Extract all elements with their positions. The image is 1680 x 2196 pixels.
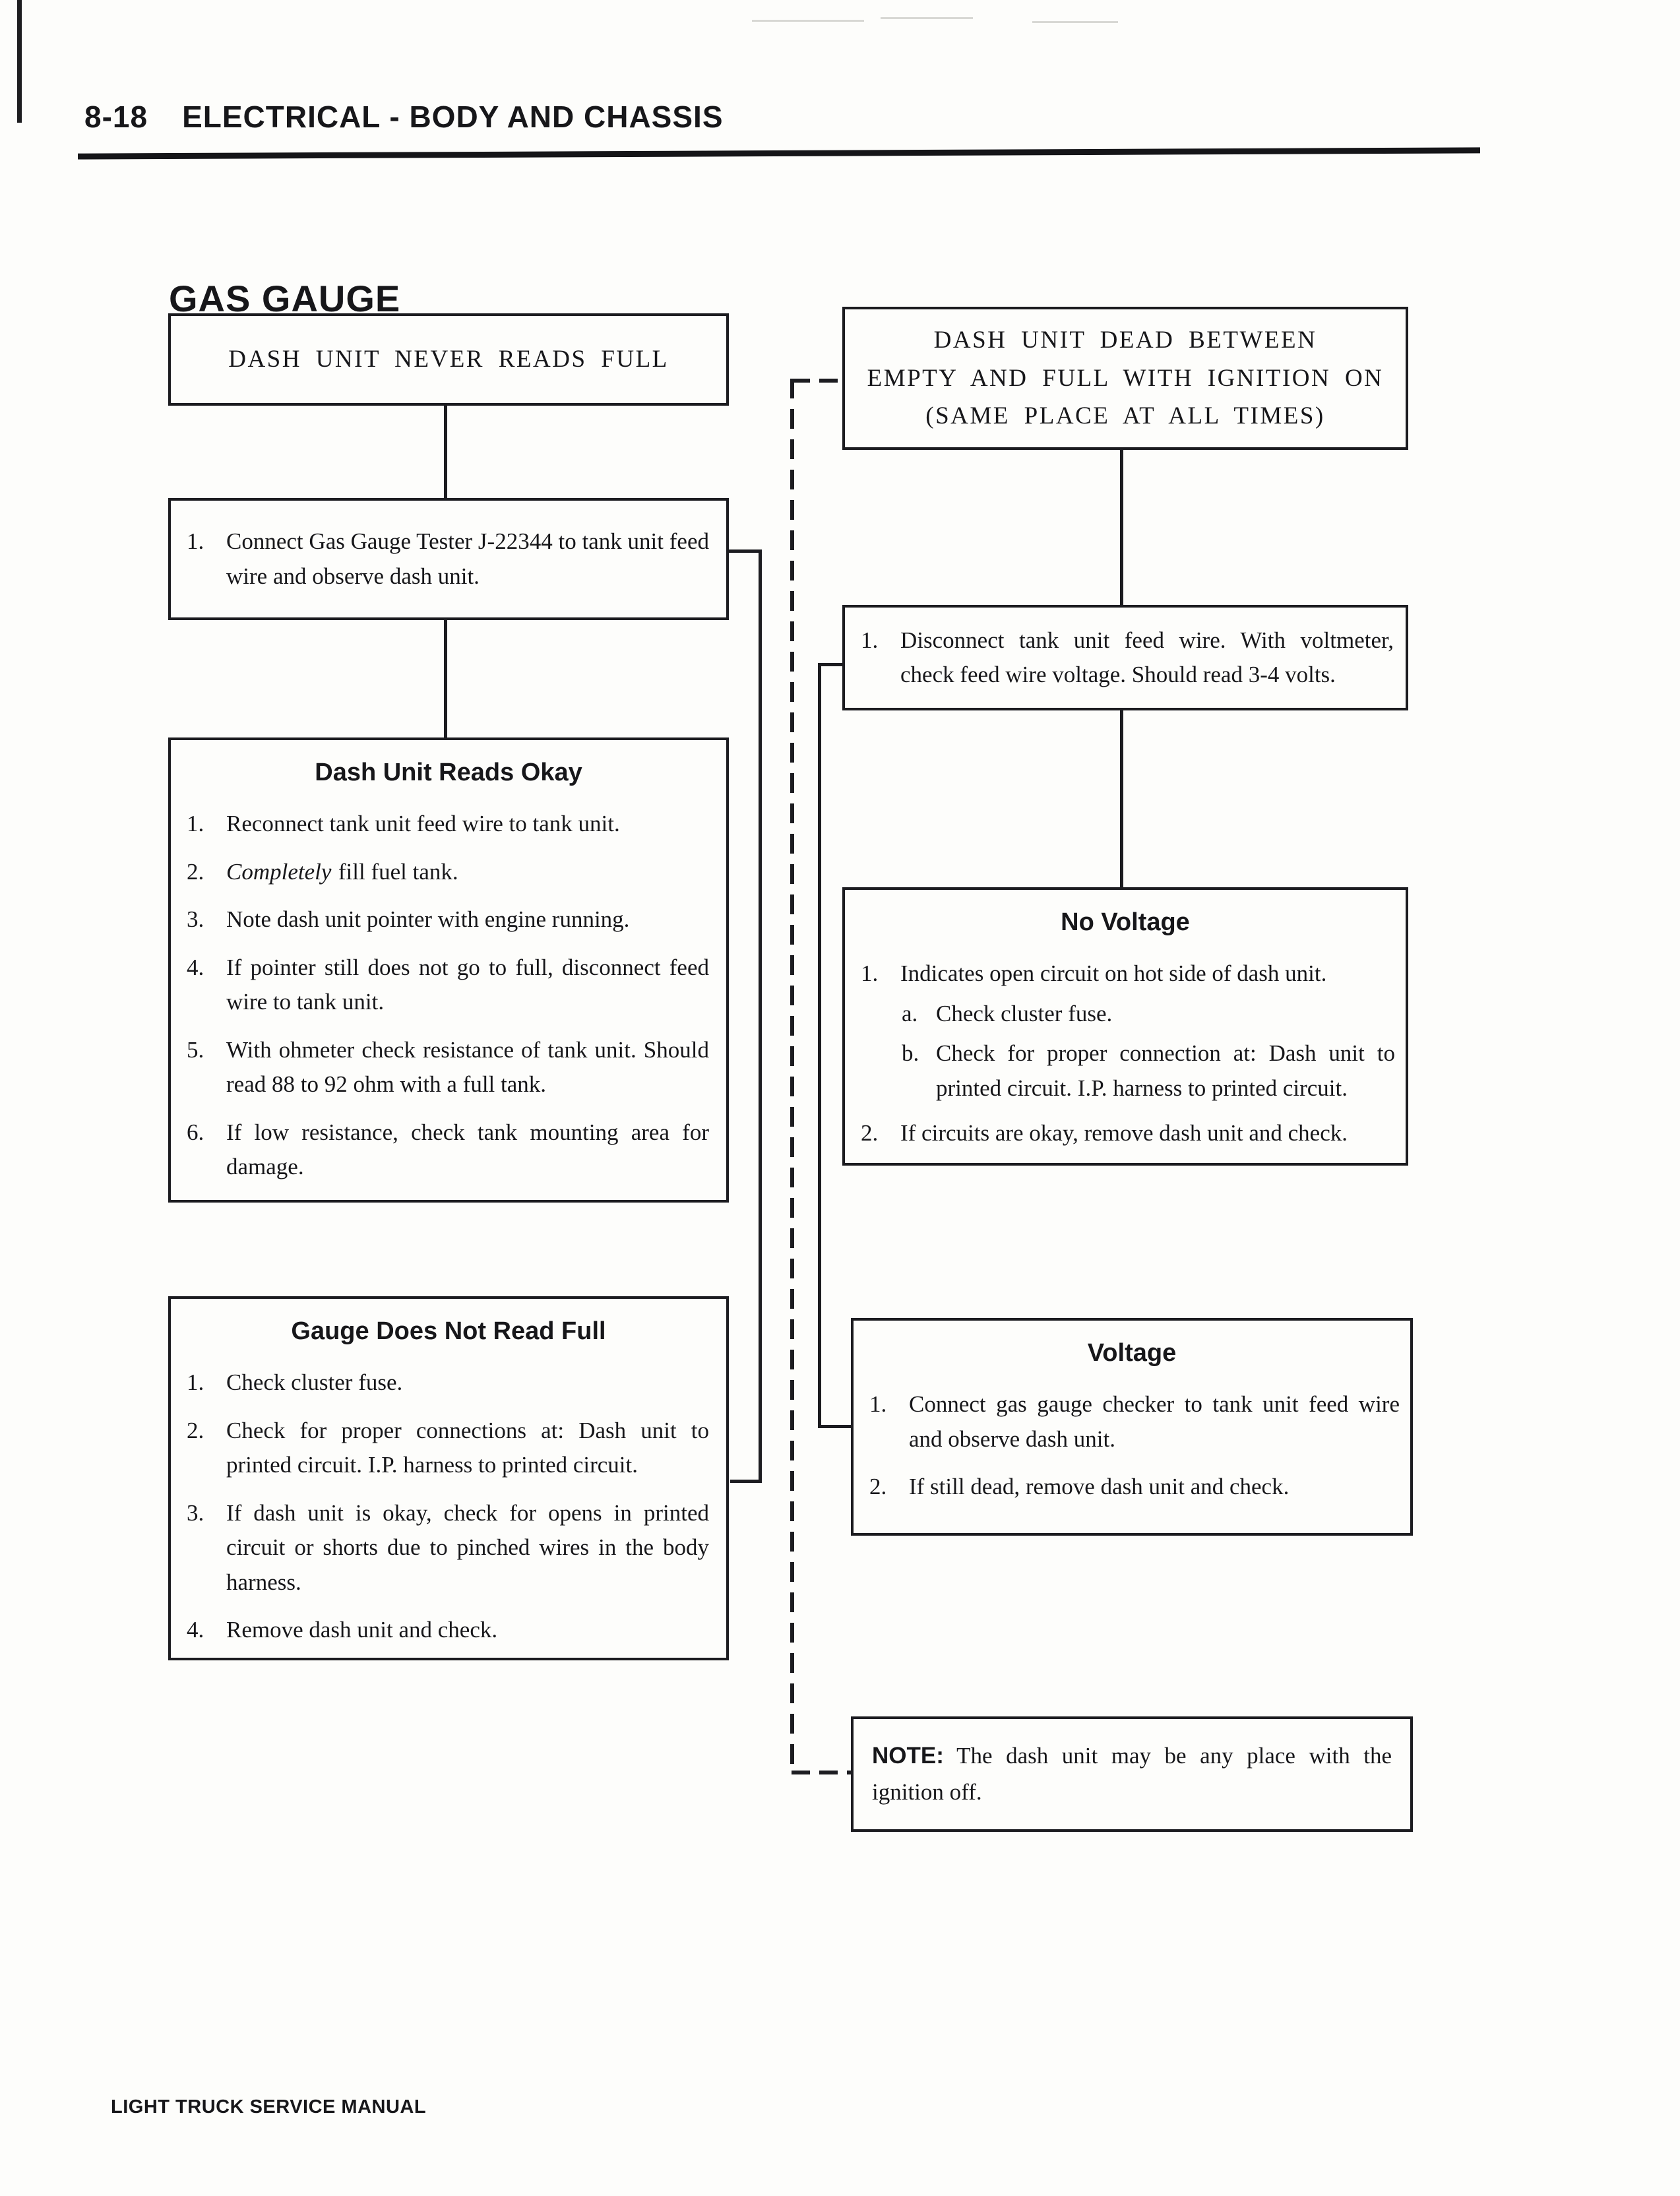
flow-box-voltage: Voltage 1. Connect gas gauge checker to … xyxy=(851,1318,1413,1536)
page-number: 8-18 xyxy=(84,100,148,134)
connector-neverfull-to-tester xyxy=(444,404,447,499)
list-item: 1. Check cluster fuse. xyxy=(187,1365,709,1400)
item-number: 1. xyxy=(861,627,879,653)
flow-box-dash-unit-never-reads-full: DASH UNIT NEVER READS FULL xyxy=(168,313,729,406)
item-number: b. xyxy=(902,1040,919,1066)
list-item: 2. If circuits are okay, remove dash uni… xyxy=(861,1116,1395,1151)
box-condition-text: DASH UNIT DEAD BETWEEN xyxy=(933,327,1317,354)
item-text: If still dead, remove dash unit and chec… xyxy=(909,1474,1290,1499)
item-text: Disconnect tank unit feed wire. With vol… xyxy=(900,627,1394,688)
list-item: 3. Note dash unit pointer with engine ru… xyxy=(187,902,709,937)
box-condition-text: DASH UNIT NEVER READS FULL xyxy=(228,346,669,373)
item-number: 4. xyxy=(187,954,204,980)
flow-box-dash-unit-reads-okay: Dash Unit Reads Okay 1. Reconnect tank u… xyxy=(168,737,729,1203)
item-number: 1. xyxy=(861,960,879,986)
connector-disconnect-to-novoltage xyxy=(1120,709,1123,889)
item-text: If pointer still does not go to full, di… xyxy=(226,954,709,1015)
item-text: If low resistance, check tank mounting a… xyxy=(226,1119,709,1180)
connector-tester-branch-top xyxy=(728,549,762,553)
chapter-title: ELECTRICAL - BODY AND CHASSIS xyxy=(182,100,724,134)
item-text: With ohmeter check resistance of tank un… xyxy=(226,1036,709,1098)
connector-tester-to-readsokay xyxy=(444,617,447,739)
item-number: 2. xyxy=(869,1474,887,1499)
dashed-connector-to-note xyxy=(792,1771,851,1774)
box-heading: Dash Unit Reads Okay xyxy=(315,759,582,786)
box-condition-text: EMPTY AND FULL WITH IGNITION ON xyxy=(867,364,1384,392)
item-text-italic: Completely xyxy=(226,858,332,885)
scan-artifact xyxy=(881,17,973,19)
item-text: If dash unit is okay, check for opens in… xyxy=(226,1499,709,1595)
item-number: 5. xyxy=(187,1036,204,1063)
item-number: 1. xyxy=(869,1391,887,1417)
item-text-rest: fill fuel tank. xyxy=(338,858,458,885)
flow-box-note: NOTE:The dash unit may be any place with… xyxy=(851,1716,1413,1832)
item-number: 3. xyxy=(187,1499,204,1526)
scan-edge-mark xyxy=(17,0,22,123)
scan-artifact xyxy=(1032,21,1118,23)
item-number: 3. xyxy=(187,906,204,932)
connector-tester-branch-vertical xyxy=(759,549,762,1483)
item-text: Check cluster fuse. xyxy=(226,1369,403,1395)
item-text: Check for proper connection at: Dash uni… xyxy=(936,1040,1395,1101)
item-text: Remove dash unit and check. xyxy=(226,1617,498,1643)
item-number: a. xyxy=(902,1000,918,1026)
item-text: Reconnect tank unit feed wire to tank un… xyxy=(226,811,620,836)
flow-box-no-voltage: No Voltage 1. Indicates open circuit on … xyxy=(842,887,1408,1166)
dashed-connector-vertical xyxy=(790,379,794,1773)
list-item: 1. Disconnect tank unit feed wire. With … xyxy=(861,623,1394,693)
item-text: If circuits are okay, remove dash unit a… xyxy=(900,1120,1348,1146)
item-number: 4. xyxy=(187,1617,204,1643)
list-item: 1. Connect Gas Gauge Tester J-22344 to t… xyxy=(187,524,709,594)
list-item: 1. Indicates open circuit on hot side of… xyxy=(861,957,1395,991)
page-footer: LIGHT TRUCK SERVICE MANUAL xyxy=(111,2096,427,2118)
item-number: 1. xyxy=(187,811,204,836)
dashed-connector-to-deadbetween xyxy=(792,379,842,383)
item-text: Indicates open circuit on hot side of da… xyxy=(900,960,1327,986)
item-number: 1. xyxy=(187,1369,204,1395)
connector-deadbetween-to-disconnect xyxy=(1120,449,1123,606)
list-item: 4. If pointer still does not go to full,… xyxy=(187,951,709,1020)
note-label: NOTE: xyxy=(872,1743,944,1769)
item-text: Check for proper connections at: Dash un… xyxy=(226,1417,709,1478)
list-item: 3. If dash unit is okay, check for opens… xyxy=(187,1496,709,1600)
list-subitem: b. Check for proper connection at: Dash … xyxy=(902,1036,1395,1106)
page-header: 8-18 ELECTRICAL - BODY AND CHASSIS xyxy=(84,99,724,135)
list-item: 4. Remove dash unit and check. xyxy=(187,1613,709,1648)
connector-branch-to-notfull xyxy=(730,1480,762,1483)
item-number: 2. xyxy=(187,858,204,885)
list-item: 1. Reconnect tank unit feed wire to tank… xyxy=(187,807,709,842)
scan-artifact xyxy=(752,20,864,22)
connector-disconnect-branch-vertical xyxy=(818,663,821,1428)
item-number: 2. xyxy=(187,1417,204,1443)
item-text: Check cluster fuse. xyxy=(936,1000,1113,1026)
item-text: Note dash unit pointer with engine runni… xyxy=(226,906,630,932)
item-number: 2. xyxy=(861,1120,879,1146)
flow-box-disconnect-feed-wire: 1. Disconnect tank unit feed wire. With … xyxy=(842,605,1408,710)
item-text: Connect gas gauge checker to tank unit f… xyxy=(909,1391,1400,1452)
list-subitem: a. Check cluster fuse. xyxy=(902,997,1395,1032)
flow-box-gauge-does-not-read-full: Gauge Does Not Read Full 1. Check cluste… xyxy=(168,1296,729,1660)
section-title: GAS GAUGE xyxy=(169,278,401,319)
list-item: 2. If still dead, remove dash unit and c… xyxy=(869,1470,1400,1505)
note-paragraph: NOTE:The dash unit may be any place with… xyxy=(854,1738,1410,1810)
note-text: The dash unit may be any place with the … xyxy=(872,1743,1392,1805)
flow-box-dash-unit-dead-between: DASH UNIT DEAD BETWEEN EMPTY AND FULL WI… xyxy=(842,307,1408,450)
flow-box-connect-tester: 1. Connect Gas Gauge Tester J-22344 to t… xyxy=(168,498,729,620)
list-item: 1. Connect gas gauge checker to tank uni… xyxy=(869,1387,1400,1457)
list-item: 5. With ohmeter check resistance of tank… xyxy=(187,1033,709,1102)
item-number: 6. xyxy=(187,1119,204,1145)
item-text: Connect Gas Gauge Tester J-22344 to tank… xyxy=(226,528,709,589)
header-rule xyxy=(77,147,1481,160)
list-item: 2. Check for proper connections at: Dash… xyxy=(187,1414,709,1483)
list-item: 6. If low resistance, check tank mountin… xyxy=(187,1115,709,1185)
box-heading: No Voltage xyxy=(1061,908,1190,936)
connector-branch-to-voltage xyxy=(818,1425,852,1428)
box-heading: Gauge Does Not Read Full xyxy=(291,1317,606,1345)
box-condition-text: (SAME PLACE AT ALL TIMES) xyxy=(925,402,1325,430)
connector-disconnect-branch-top xyxy=(818,663,844,666)
box-heading: Voltage xyxy=(1087,1339,1177,1367)
item-number: 1. xyxy=(187,528,204,554)
